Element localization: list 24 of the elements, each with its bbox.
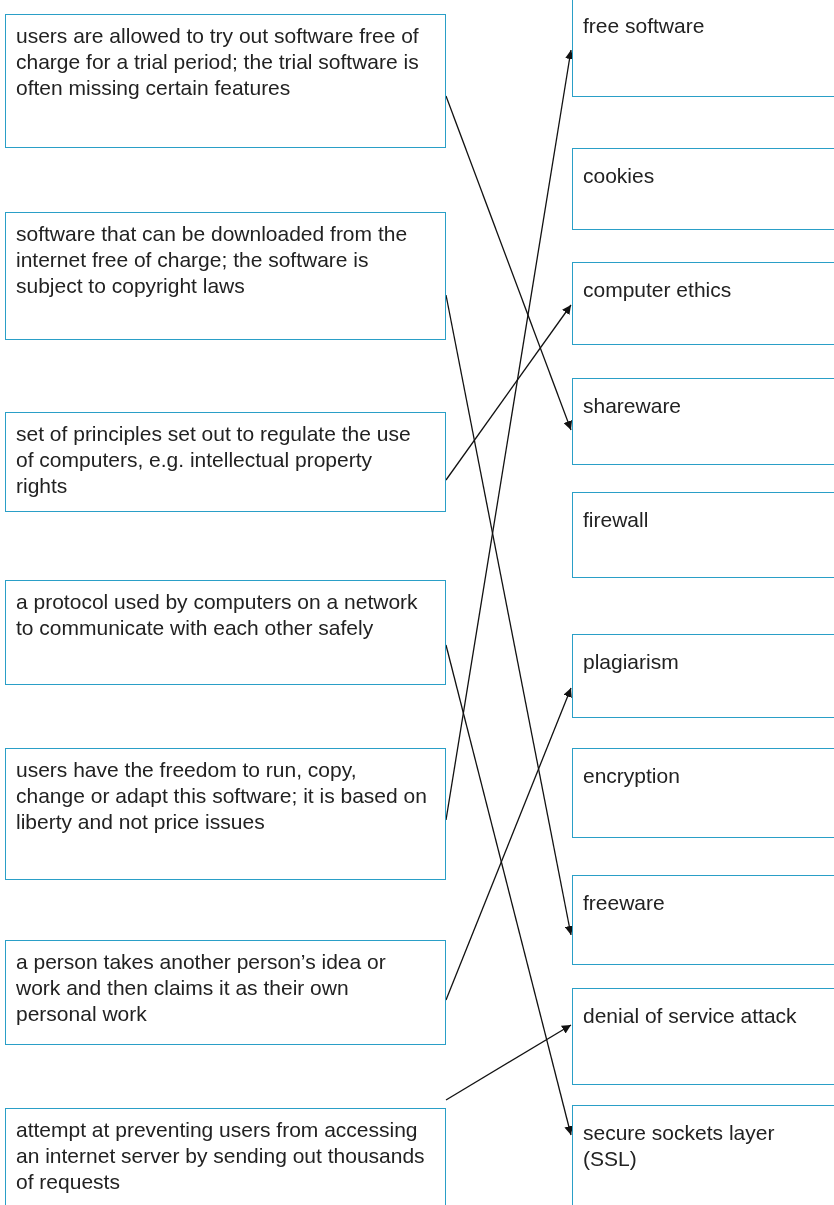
text-box: set of principles set out to regulate the use of computers, e.g. intellectual property rights (5, 412, 446, 512)
text-box: plagiarism (572, 634, 834, 718)
text-box: shareware (572, 378, 834, 465)
text-box: secure sockets layer (SSL) (572, 1105, 834, 1205)
arrow (445, 294, 574, 936)
text-box: freeware (572, 875, 834, 965)
arrow (445, 304, 572, 481)
arrow (445, 49, 574, 821)
text-box: computer ethics (572, 262, 834, 345)
text-box: free software (572, 0, 834, 97)
arrow (445, 644, 574, 1136)
text-box: users have the freedom to run, copy, change or adapt this software; it is based on liberty and not price issues (5, 748, 446, 880)
text-box: cookies (572, 148, 834, 230)
text-box: firewall (572, 492, 834, 578)
text-box: attempt at preventing users from accessing an internet server by sending out thousands of requests (5, 1108, 446, 1205)
arrow (445, 687, 572, 1001)
text-box: software that can be downloaded from the internet free of charge; the software is subject to copyright laws (5, 212, 446, 340)
text-box: users are allowed to try out software free of charge for a trial period; the trial software is often missing certain features (5, 14, 446, 148)
text-box: denial of service attack (572, 988, 834, 1085)
arrow (445, 1024, 572, 1101)
text-box: a protocol used by computers on a network to communicate with each other safely (5, 580, 446, 685)
text-box: a person takes another person’s idea or work and then claims it as their own personal work (5, 940, 446, 1045)
text-box: encryption (572, 748, 834, 838)
arrow (445, 95, 573, 431)
